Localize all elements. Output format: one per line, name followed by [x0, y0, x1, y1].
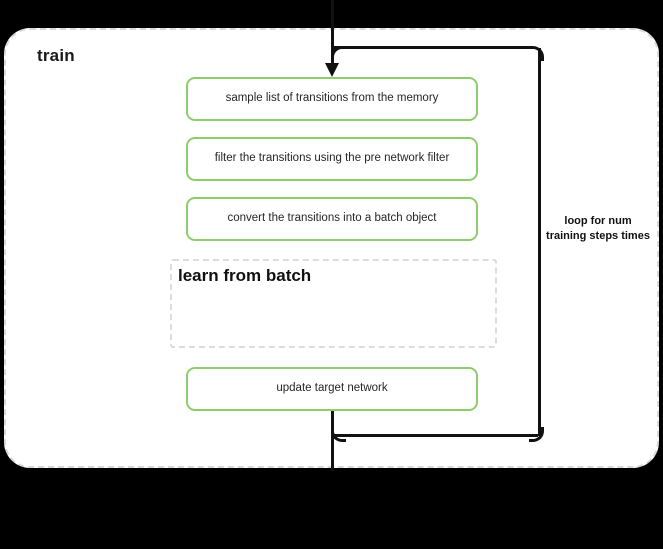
- output-line-shaft: [331, 411, 334, 471]
- input-arrow-shaft: [331, 0, 334, 67]
- learn-from-batch-title: learn from batch: [178, 266, 312, 285]
- loop-line-bottom: [333, 434, 538, 437]
- loop-corner-bottom-right: [529, 427, 544, 442]
- step-label: sample list of transitions from the memo…: [225, 92, 439, 105]
- step-convert-transitions[interactable]: convert the transitions into a batch obj…: [186, 197, 478, 241]
- input-arrow-head-icon: [325, 63, 339, 77]
- step-filter-transitions[interactable]: filter the transitions using the pre net…: [186, 137, 478, 181]
- step-sample-transitions[interactable]: sample list of transitions from the memo…: [186, 77, 478, 121]
- step-label: filter the transitions using the pre net…: [214, 152, 450, 165]
- step-label: convert the transitions into a batch obj…: [227, 212, 437, 225]
- loop-line-right: [538, 48, 541, 436]
- loop-corner-top-right: [529, 46, 544, 61]
- loop-corner-top-left: [331, 46, 346, 61]
- learn-from-batch-group[interactable]: [170, 259, 497, 348]
- loop-line-top: [333, 46, 533, 49]
- step-update-target-network[interactable]: update target network: [186, 367, 478, 411]
- loop-label: loop for num training steps times: [546, 215, 650, 242]
- step-label: update target network: [276, 382, 388, 395]
- page-title: train: [37, 46, 75, 65]
